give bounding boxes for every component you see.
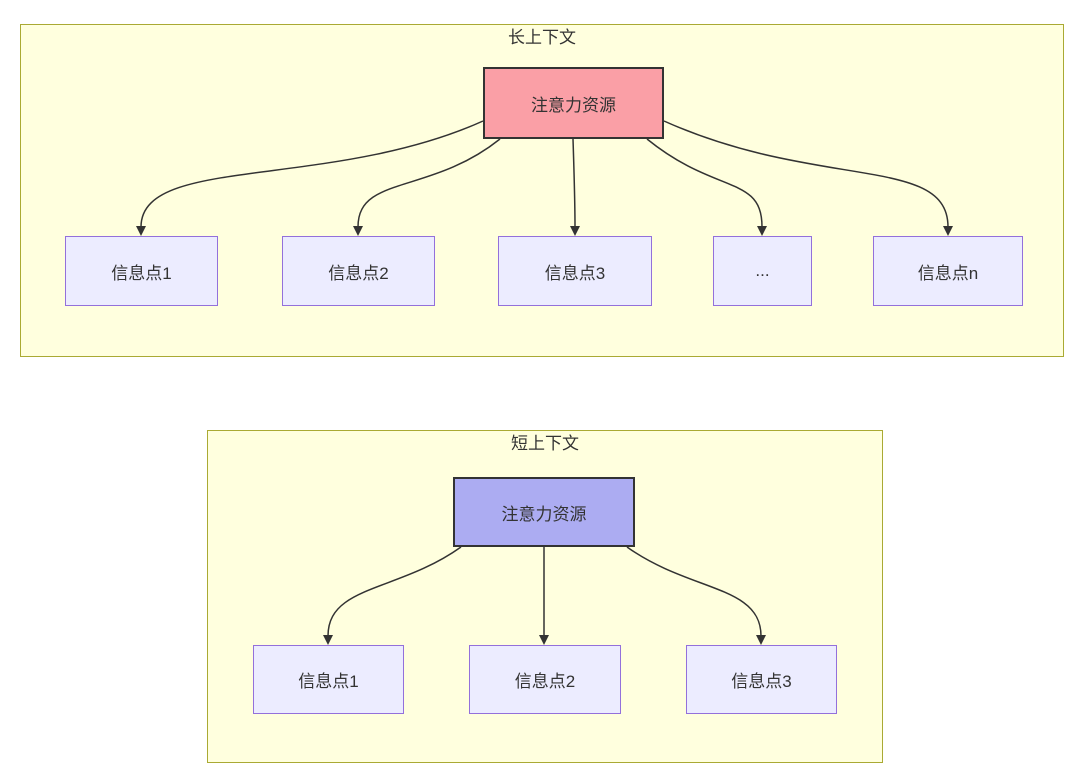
node-long-info-ellipsis: ... bbox=[713, 236, 812, 306]
node-long-attention-resource: 注意力资源 bbox=[483, 67, 664, 139]
node-long-info-point-1: 信息点1 bbox=[65, 236, 218, 306]
node-short-info-point-1: 信息点1 bbox=[253, 645, 404, 714]
node-long-info-point-3: 信息点3 bbox=[498, 236, 652, 306]
cluster-short-context-title: 短上下文 bbox=[511, 434, 579, 453]
cluster-long-context-title: 长上下文 bbox=[508, 28, 576, 47]
node-short-info-point-3: 信息点3 bbox=[686, 645, 837, 714]
node-long-info-point-2: 信息点2 bbox=[282, 236, 435, 306]
node-short-attention-resource: 注意力资源 bbox=[453, 477, 635, 547]
node-long-info-point-n: 信息点n bbox=[873, 236, 1023, 306]
node-short-info-point-2: 信息点2 bbox=[469, 645, 621, 714]
